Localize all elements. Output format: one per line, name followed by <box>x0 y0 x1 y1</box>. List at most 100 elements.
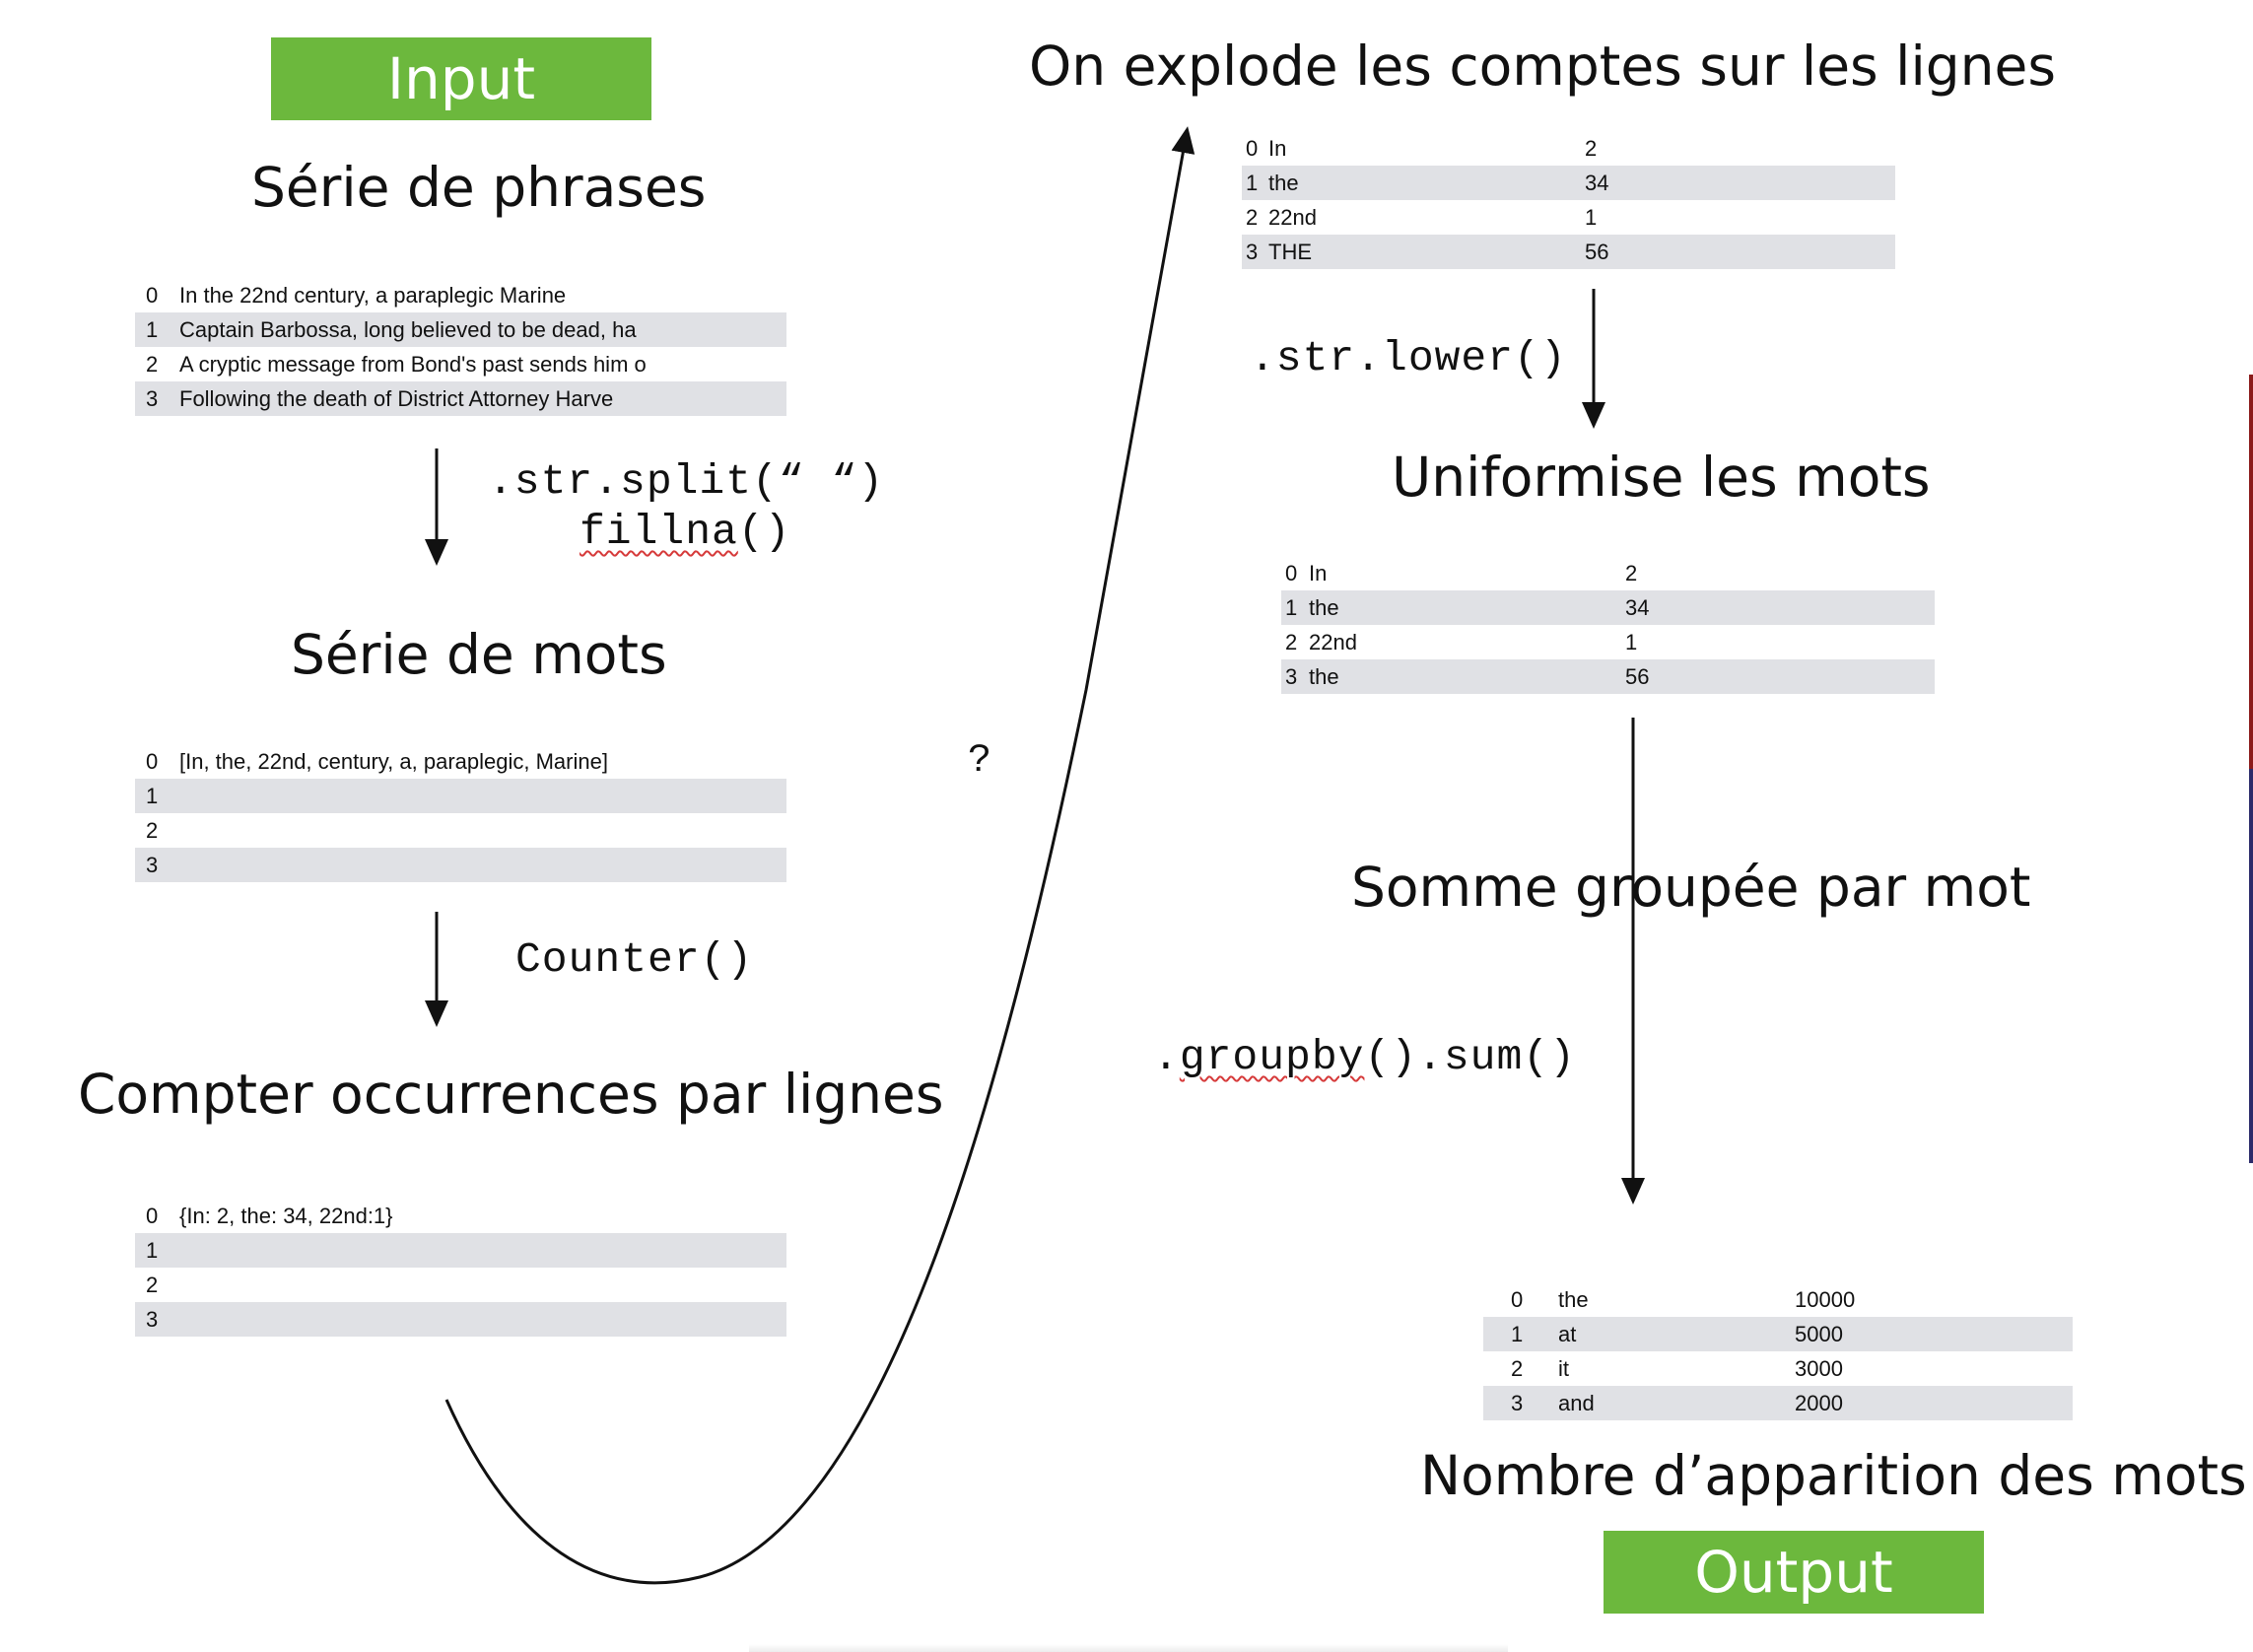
row-count: 1 <box>1585 205 1598 230</box>
row-text: Following the death of District Attorney… <box>179 386 614 411</box>
counter-code: Counter() <box>515 935 754 984</box>
row-word: at <box>1558 1322 1577 1346</box>
row-text: In the 22nd century, a paraplegic Marine <box>179 283 567 308</box>
groupby-code: .groupby().sum() <box>1153 1036 1576 1078</box>
row-index: 1 <box>146 317 159 342</box>
row-index: 2 <box>146 1273 159 1297</box>
row-word: and <box>1558 1391 1595 1415</box>
count-title: Compter occurrences par lignes <box>78 1063 944 1126</box>
row-word: 22nd <box>1309 630 1357 654</box>
group-title: Somme groupée par mot <box>1351 856 2031 919</box>
row-count: 1 <box>1625 630 1638 654</box>
window-edge <box>2249 769 2253 1163</box>
question-mark: ? <box>968 739 992 784</box>
row-count: 10000 <box>1795 1287 1856 1312</box>
input-badge: Input <box>271 37 651 120</box>
table-row: 1 Captain Barbossa, long believed to be d… <box>135 312 786 347</box>
fillna-code: fillna() <box>580 511 790 553</box>
table-row: 1 the 34 <box>1242 166 1895 200</box>
sum-method: ().sum() <box>1364 1033 1576 1081</box>
table-row: 3 and 2000 <box>1483 1386 2073 1420</box>
table-row: 3 Following the death of District Attorne… <box>135 381 786 416</box>
row-count: 2000 <box>1795 1391 1843 1415</box>
table-row: 1 <box>135 1233 786 1268</box>
table-row: 3 <box>135 848 786 882</box>
row-count: 56 <box>1585 240 1609 264</box>
phrases-title: Série de phrases <box>251 156 707 219</box>
table-row: 0 [In, the, 22nd, century, a, paraplegic,… <box>135 744 786 779</box>
table-row: 2 it 3000 <box>1483 1351 2073 1386</box>
row-word: THE <box>1268 240 1312 264</box>
row-index: 1 <box>146 784 159 808</box>
row-index: 3 <box>146 1307 159 1332</box>
row-word: the <box>1268 171 1299 195</box>
table-row: 2 <box>135 813 786 848</box>
row-text: {In: 2, the: 34, 22nd:1} <box>179 1204 393 1228</box>
row-count: 56 <box>1625 664 1650 689</box>
lower-code: .str.lower() <box>1250 334 1567 382</box>
table-row: 0 In 2 <box>1242 131 1895 166</box>
row-text: Captain Barbossa, long believed to be de… <box>179 317 637 342</box>
row-word: In <box>1268 136 1287 161</box>
table-row: 1 <box>135 779 786 813</box>
row-index: 3 <box>1285 664 1298 689</box>
row-word: it <box>1558 1356 1569 1381</box>
arrow-explode-curve <box>444 126 1195 1585</box>
table-row: 3 <box>135 1302 786 1337</box>
row-index: 2 <box>146 352 159 377</box>
groupby-dot: . <box>1153 1033 1180 1081</box>
row-index: 0 <box>146 749 159 774</box>
groupby-method: groupby <box>1179 1033 1365 1081</box>
row-index: 2 <box>146 818 159 843</box>
bottom-shadow <box>749 1644 1508 1652</box>
row-word: the <box>1309 664 1339 689</box>
table-row: 3 the 56 <box>1281 659 1935 694</box>
row-index: 1 <box>146 1238 159 1263</box>
row-index: 0 <box>1246 136 1259 161</box>
row-count: 34 <box>1625 595 1650 620</box>
row-index: 0 <box>1285 561 1298 585</box>
row-index: 3 <box>146 386 159 411</box>
table-row: 3 THE 56 <box>1242 235 1895 269</box>
mots-title: Série de mots <box>291 623 667 686</box>
fillna-method: fillna <box>580 508 738 556</box>
row-index: 2 <box>1285 630 1298 654</box>
row-count: 34 <box>1585 171 1609 195</box>
count-table: 0 {In: 2, the: 34, 22nd:1} 1 2 3 <box>135 1199 786 1337</box>
row-index: 2 <box>1511 1356 1524 1381</box>
row-index: 3 <box>1511 1391 1524 1415</box>
uniform-title: Uniformise les mots <box>1392 446 1931 509</box>
output-badge: Output <box>1604 1531 1984 1614</box>
row-index: 0 <box>146 1204 159 1228</box>
row-index: 3 <box>146 853 159 877</box>
explode-table: 0 In 2 1 the 34 2 22nd 1 3 THE 56 <box>1242 131 1895 269</box>
mots-table: 0 [In, the, 22nd, century, a, paraplegic,… <box>135 744 786 882</box>
row-word: 22nd <box>1268 205 1317 230</box>
row-word: the <box>1558 1287 1589 1312</box>
row-word: In <box>1309 561 1328 585</box>
table-row: 2 <box>135 1268 786 1302</box>
table-row: 0 {In: 2, the: 34, 22nd:1} <box>135 1199 786 1233</box>
row-index: 3 <box>1246 240 1259 264</box>
row-count: 2 <box>1585 136 1598 161</box>
row-count: 2 <box>1625 561 1638 585</box>
row-text: [In, the, 22nd, century, a, paraplegic, … <box>179 749 608 774</box>
window-edge <box>2249 375 2253 769</box>
row-count: 3000 <box>1795 1356 1843 1381</box>
explode-title: On explode les comptes sur les lignes <box>1029 34 2056 98</box>
output-title: Nombre d’apparition des mots <box>1420 1444 2247 1507</box>
table-row: 2 A cryptic message from Bond's past send… <box>135 347 786 381</box>
row-count: 5000 <box>1795 1322 1843 1346</box>
split-code: .str.split(“ “) <box>488 457 885 506</box>
row-word: the <box>1309 595 1339 620</box>
row-index: 1 <box>1246 171 1259 195</box>
row-text: A cryptic message from Bond's past sends… <box>179 352 647 377</box>
